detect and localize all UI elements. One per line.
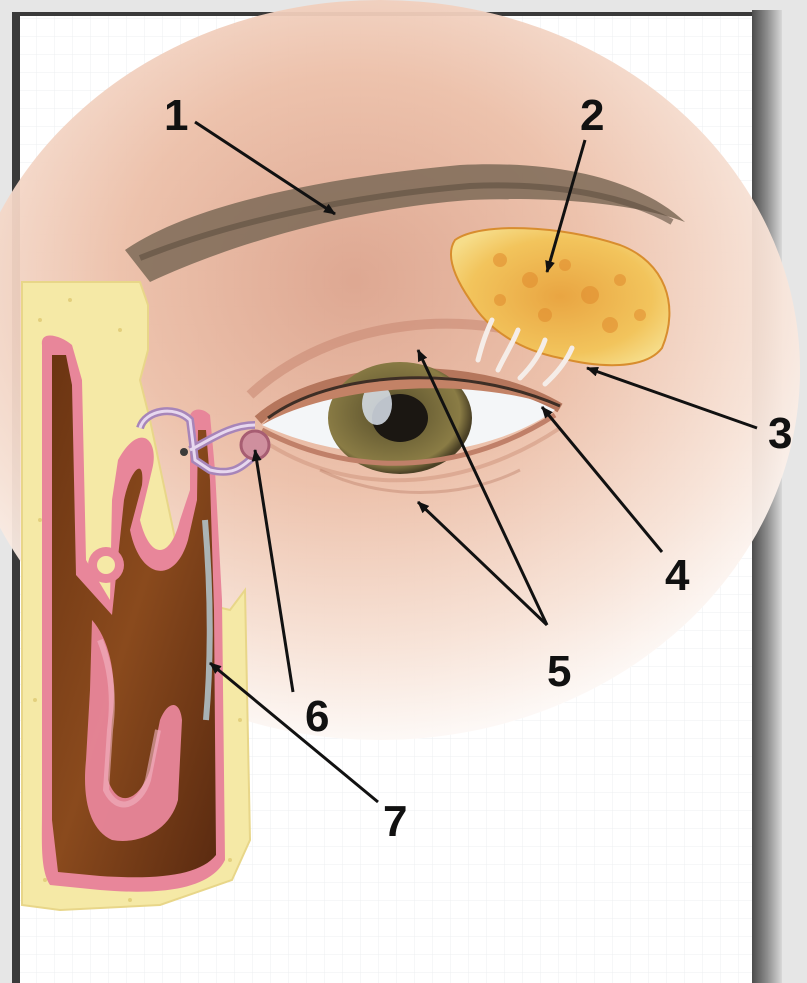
label-7: 7 (383, 800, 407, 844)
label-1: 1 (164, 94, 188, 138)
label-4: 4 (665, 554, 689, 598)
label-6: 6 (305, 695, 329, 739)
label-5: 5 (547, 650, 571, 694)
label-2: 2 (580, 94, 604, 138)
label-3: 3 (768, 412, 792, 456)
